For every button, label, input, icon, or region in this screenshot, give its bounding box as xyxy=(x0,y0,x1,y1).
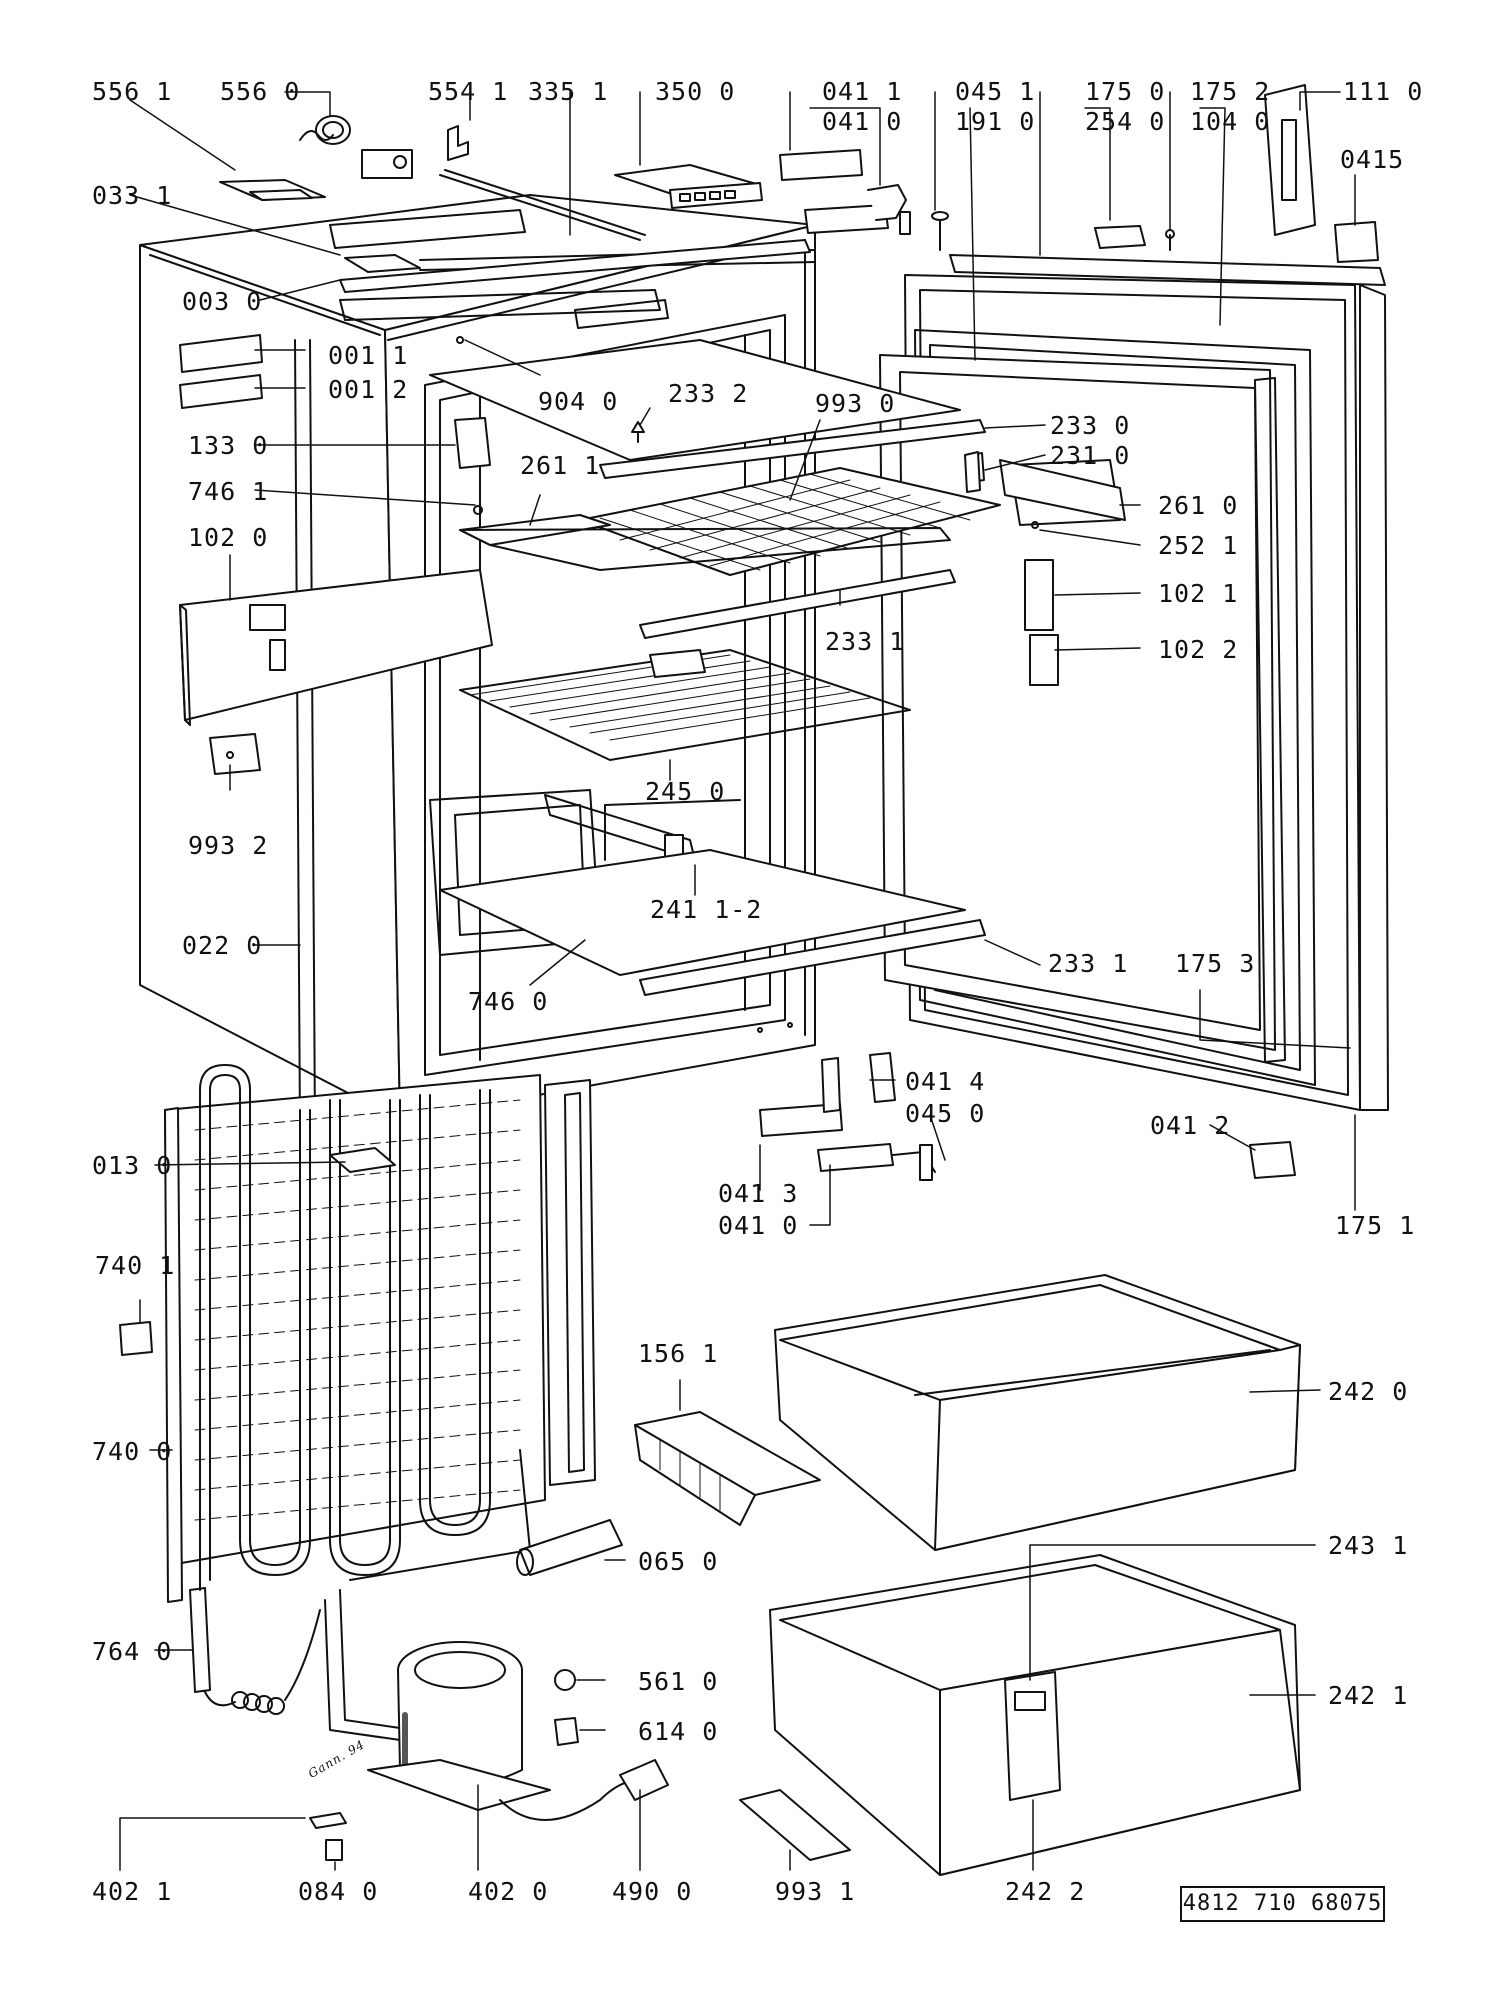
leader-lines xyxy=(120,92,1355,1870)
crisper-lower xyxy=(770,1555,1300,1875)
label-045-1: 045 1 xyxy=(955,77,1036,106)
label-041-0-bottom: 041 0 xyxy=(718,1211,799,1240)
label-242-2: 242 2 xyxy=(1005,1877,1086,1906)
label-904-0: 904 0 xyxy=(538,387,619,416)
label-245-0: 245 0 xyxy=(645,777,726,806)
label-001-1: 001 1 xyxy=(328,341,409,370)
label-003-0: 003 0 xyxy=(182,287,263,316)
label-033-1: 033 1 xyxy=(92,181,173,210)
grid-pad-hatch xyxy=(600,474,970,570)
label-041-2: 041 2 xyxy=(1150,1111,1231,1140)
document-number: 4812 710 68075 xyxy=(1180,1886,1385,1922)
label-022-0: 022 0 xyxy=(182,931,263,960)
label-740-0: 740 0 xyxy=(92,1437,173,1466)
label-556-1: 556 1 xyxy=(92,77,173,106)
label-561-0: 561 0 xyxy=(638,1667,719,1696)
crisper-upper xyxy=(775,1275,1300,1550)
label-133-0: 133 0 xyxy=(188,431,269,460)
label-556-0: 556 0 xyxy=(220,77,301,106)
lower-hinges xyxy=(760,1053,1295,1180)
label-102-0: 102 0 xyxy=(188,523,269,552)
label-175-0: 175 0 xyxy=(1085,77,1166,106)
label-045-0: 045 0 xyxy=(905,1099,986,1128)
label-252-1: 252 1 xyxy=(1158,531,1239,560)
label-233-2: 233 2 xyxy=(668,379,749,408)
label-993-1: 993 1 xyxy=(775,1877,856,1906)
wire-shelf-lines xyxy=(470,655,870,740)
label-614-0: 614 0 xyxy=(638,1717,719,1746)
label-746-1: 746 1 xyxy=(188,477,269,506)
label-350-0: 350 0 xyxy=(655,77,736,106)
left-parts xyxy=(180,335,492,1130)
label-041-0-top: 041 0 xyxy=(822,107,903,136)
label-013-0: 013 0 xyxy=(92,1151,173,1180)
scraper xyxy=(740,1790,850,1860)
label-993-0: 993 0 xyxy=(815,389,896,418)
label-233-1-upper: 233 1 xyxy=(825,627,906,656)
label-233-0: 233 0 xyxy=(1050,411,1131,440)
label-084-0: 084 0 xyxy=(298,1877,379,1906)
label-254-0: 254 0 xyxy=(1085,107,1166,136)
label-335-1: 335 1 xyxy=(528,77,609,106)
light-box-slots xyxy=(680,191,735,201)
label-402-0: 402 0 xyxy=(468,1877,549,1906)
label-156-1: 156 1 xyxy=(638,1339,719,1368)
label-740-1: 740 1 xyxy=(95,1251,176,1280)
label-041-1: 041 1 xyxy=(822,77,903,106)
compressor-area xyxy=(190,1450,668,1860)
top-parts xyxy=(220,85,1378,292)
label-175-1: 175 1 xyxy=(1335,1211,1416,1240)
door xyxy=(880,255,1388,1110)
label-041-4: 041 4 xyxy=(905,1067,986,1096)
label-065-0: 065 0 xyxy=(638,1547,719,1576)
label-242-0: 242 0 xyxy=(1328,1377,1409,1406)
ice-tray xyxy=(635,1412,820,1525)
interior-parts xyxy=(430,340,1125,995)
label-175-2: 175 2 xyxy=(1190,77,1271,106)
label-490-0: 490 0 xyxy=(612,1877,693,1906)
label-242-1: 242 1 xyxy=(1328,1681,1409,1710)
label-554-1: 554 1 xyxy=(428,77,509,106)
label-233-1-lower: 233 1 xyxy=(1048,949,1129,978)
label-191-0: 191 0 xyxy=(955,107,1036,136)
label-241-1-2: 241 1-2 xyxy=(650,895,763,924)
label-746-0: 746 0 xyxy=(468,987,549,1016)
label-993-2: 993 2 xyxy=(188,831,269,860)
condenser xyxy=(120,1065,595,1602)
label-041-3: 041 3 xyxy=(718,1179,799,1208)
label-175-3: 175 3 xyxy=(1175,949,1256,978)
label-001-2: 001 2 xyxy=(328,375,409,404)
label-243-1: 243 1 xyxy=(1328,1531,1409,1560)
label-0415: 0415 xyxy=(1340,145,1405,174)
label-261-1: 261 1 xyxy=(520,451,601,480)
label-231-0: 231 0 xyxy=(1050,441,1131,470)
label-102-1: 102 1 xyxy=(1158,579,1239,608)
label-402-1: 402 1 xyxy=(92,1877,173,1906)
label-111-0: 111 0 xyxy=(1343,77,1424,106)
label-764-0: 764 0 xyxy=(92,1637,173,1666)
label-102-2: 102 2 xyxy=(1158,635,1239,664)
label-104-0: 104 0 xyxy=(1190,107,1271,136)
label-261-0: 261 0 xyxy=(1158,491,1239,520)
